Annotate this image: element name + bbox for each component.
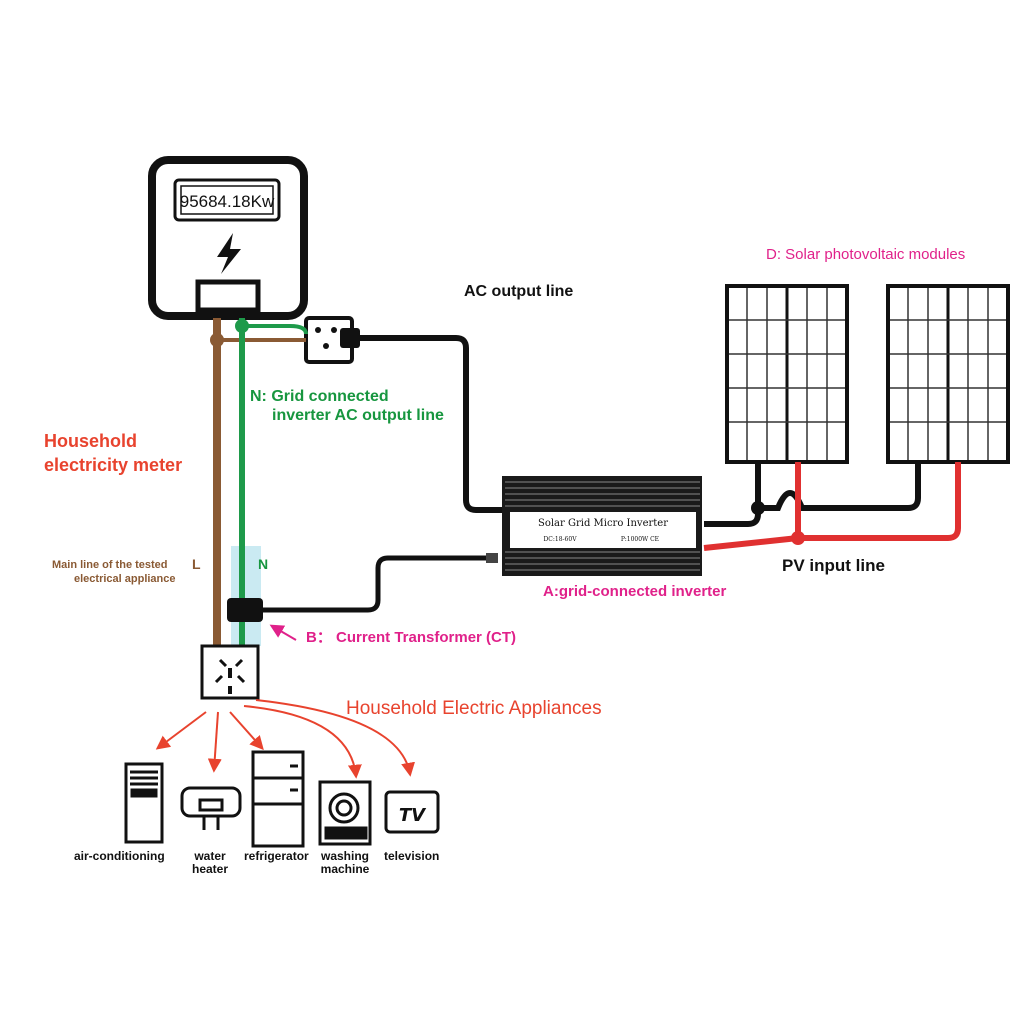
meter-reading: 95684.18Kw — [180, 192, 275, 211]
ac-output-wire — [360, 335, 506, 513]
appliance-socket — [200, 644, 260, 700]
refrigerator-icon — [251, 750, 305, 848]
appliance-label-refrigerator: refrigerator — [244, 849, 309, 863]
micro-inverter: Solar Grid Micro Inverter DC:18-60V P:10… — [502, 476, 702, 576]
appliances-title: Household Electric Appliances — [346, 698, 602, 719]
main-line-label-2: electrical appliance — [74, 573, 176, 585]
current-transformer — [227, 553, 498, 622]
ct-signal-wire — [263, 555, 494, 613]
appliance-label-washing-machine: washing machine — [320, 849, 370, 877]
air-conditioner-icon — [124, 762, 164, 844]
ct-pointer-arrow — [269, 624, 297, 641]
inverter-label: A:grid-connected inverter — [543, 583, 727, 600]
television-icon: TV — [384, 790, 440, 834]
appliance-arrows — [155, 699, 415, 779]
water-heater-icon — [180, 786, 242, 830]
n-line-label-1: N: Grid connected — [250, 388, 389, 405]
tv-icon-text: TV — [399, 805, 427, 826]
appliance-label-air-conditioning: air-conditioning — [74, 849, 165, 863]
inverter-spec-left: DC:18-60V — [543, 536, 577, 543]
n-tag: N — [258, 556, 269, 572]
n-highlight — [231, 546, 261, 646]
appliance-label-television: television — [384, 849, 440, 863]
solar-panel-1 — [725, 284, 849, 464]
meter-label-2: electricity meter — [44, 455, 183, 475]
pv-modules-label: D: Solar photovoltaic modules — [766, 246, 966, 263]
pv-black-wire — [704, 462, 921, 527]
ct-label: B： Current Transformer (CT) — [306, 629, 517, 646]
inverter-spec-right: P:1000W CE — [621, 536, 659, 543]
meter-label-1: Household — [44, 431, 137, 451]
ac-output-line-label: AC output line — [464, 283, 574, 300]
wall-socket-top — [304, 316, 360, 364]
main-line-label-1: Main line of the tested — [52, 559, 168, 571]
washing-machine-icon — [318, 780, 372, 846]
appliance-label-water-heater: water heater — [191, 849, 229, 877]
lightning-icon — [217, 233, 241, 274]
pv-input-line-label: PV input line — [782, 556, 885, 575]
inverter-title: Solar Grid Micro Inverter — [538, 518, 668, 529]
electricity-meter: 95684.18Kw — [148, 156, 308, 320]
n-line-label-2: inverter AC output line — [272, 407, 444, 424]
l-tag: L — [192, 556, 201, 572]
solar-panel-2 — [886, 284, 1010, 464]
